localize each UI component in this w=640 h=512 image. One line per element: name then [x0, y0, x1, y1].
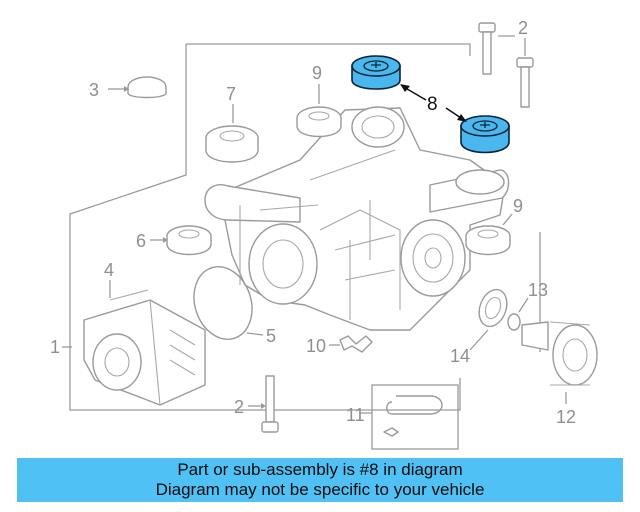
callout-9-top: 9	[312, 63, 322, 83]
part-3-washer	[127, 76, 167, 99]
part-9-mount-right	[465, 225, 511, 256]
part-10-breather	[339, 335, 373, 353]
info-banner: Part or sub-assembly is #8 in diagram Di…	[17, 458, 623, 502]
part-2-bolt-bottom	[261, 375, 279, 433]
callout-14: 14	[450, 346, 470, 366]
banner-line-1: Part or sub-assembly is #8 in diagram	[177, 460, 463, 479]
part-7-mount	[205, 125, 259, 163]
part-13-oring	[507, 313, 521, 331]
callout-8: 8	[427, 94, 438, 115]
callout-10: 10	[306, 336, 326, 356]
part-2-bolts-top	[478, 22, 534, 108]
part-11-bracket	[383, 395, 443, 437]
callout-1: 1	[50, 337, 60, 357]
exploded-parts-diagram: 3 7 9 2 8	[50, 18, 598, 450]
part-4-motor-unit	[83, 289, 206, 406]
callout-13: 13	[528, 280, 548, 300]
callout-11: 11	[346, 405, 365, 425]
banner-line-2: Diagram may not be specific to your vehi…	[155, 480, 485, 499]
callout-3: 3	[89, 80, 99, 100]
callout-7: 7	[226, 84, 236, 104]
callout-4: 4	[104, 260, 114, 280]
callout-2-bottom: 2	[234, 397, 244, 417]
part-6-mount	[166, 225, 212, 256]
callout-2-top: 2	[518, 18, 528, 38]
callout-9-right: 9	[513, 196, 523, 216]
part-11-kit-box	[371, 384, 459, 450]
assembly-outline	[69, 43, 471, 411]
differential-housing	[204, 106, 510, 331]
part-12-flange	[521, 321, 598, 386]
part-8-mount-lower	[460, 115, 510, 154]
part-9-mount-top	[296, 106, 342, 138]
callout-12: 12	[556, 407, 576, 427]
part-8-mount-upper	[351, 55, 401, 90]
callout-6: 6	[136, 231, 146, 251]
callout-5: 5	[266, 326, 276, 346]
part-14-seal	[478, 288, 508, 328]
part-5-gasket	[193, 266, 253, 340]
